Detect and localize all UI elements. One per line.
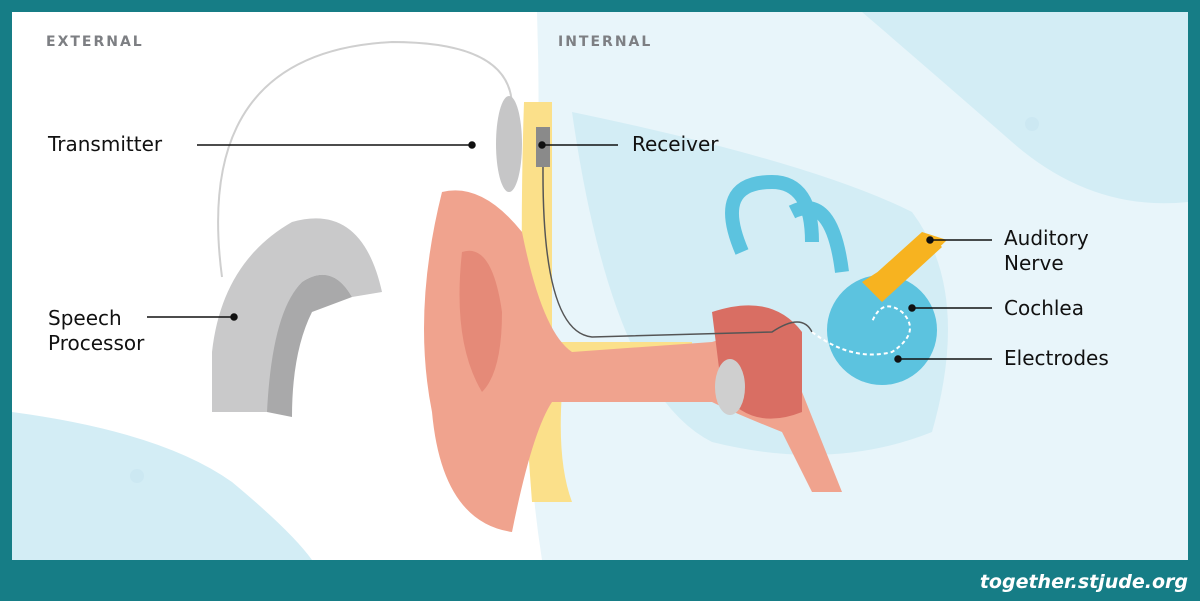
transmitter-device <box>496 96 522 192</box>
outer-ear <box>424 190 842 533</box>
label-speech-line2: Processor <box>48 331 145 355</box>
leader-lines <box>147 141 992 363</box>
section-internal: INTERNAL <box>558 34 653 50</box>
label-speech-processor: Speech Processor <box>48 306 144 356</box>
background-blob <box>862 12 1188 204</box>
background-blob <box>12 412 312 560</box>
label-speech-line1: Speech <box>48 306 122 330</box>
label-cochlea: Cochlea <box>1004 296 1084 320</box>
cochlear-implant-illustration <box>12 12 1188 560</box>
diagram-panel: EXTERNAL INTERNAL Transmitter Receiver S… <box>12 12 1188 560</box>
electrode-array <box>811 305 911 356</box>
label-transmitter: Transmitter <box>48 132 163 156</box>
label-receiver: Receiver <box>632 132 719 156</box>
auditory-nerve-shape <box>862 232 947 302</box>
bubble <box>130 469 144 483</box>
speech-processor-device <box>212 218 382 412</box>
semicircular-canals <box>725 174 849 273</box>
section-external: EXTERNAL <box>46 34 144 50</box>
bubble <box>1025 117 1039 131</box>
label-electrodes: Electrodes <box>1004 346 1109 370</box>
cochlea-shape <box>827 275 937 385</box>
footer-url: together.stjude.org <box>979 571 1188 593</box>
label-nerve-line1: Auditory <box>1004 226 1089 250</box>
electrode-wire <box>542 166 813 338</box>
label-nerve-line2: Nerve <box>1004 251 1064 275</box>
eardrum <box>715 359 745 415</box>
transmitter-cable <box>217 40 513 278</box>
label-auditory-nerve: Auditory Nerve <box>1004 226 1089 276</box>
